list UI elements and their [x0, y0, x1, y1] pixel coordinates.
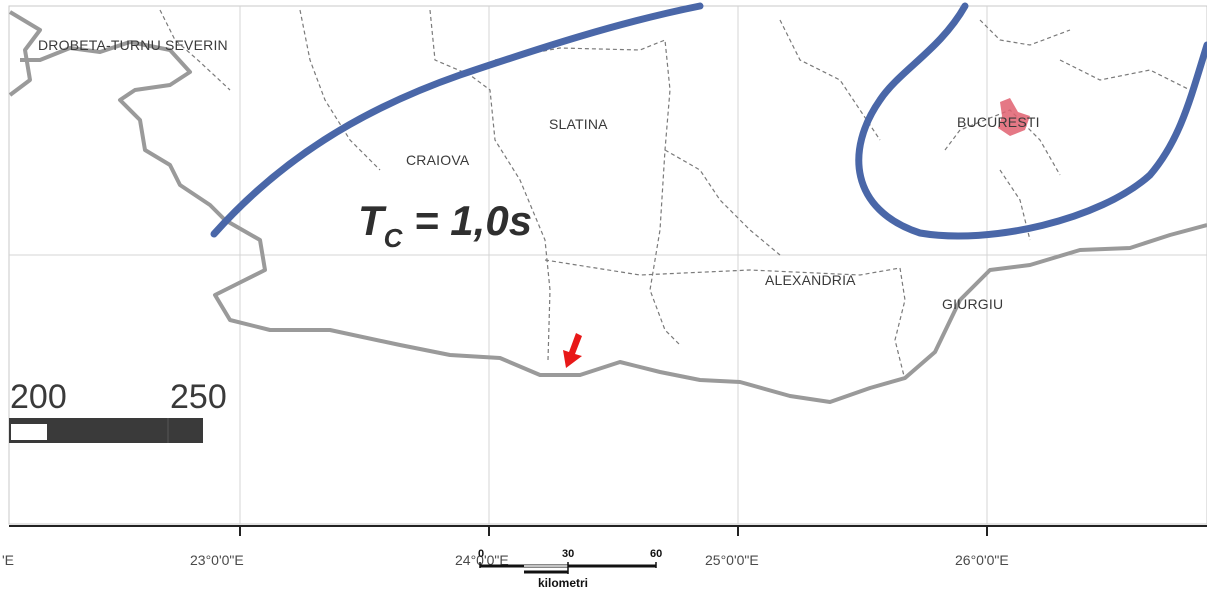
- map-frame: [8, 5, 1207, 525]
- longitude-tick-23: 23°0'0"E: [190, 552, 244, 568]
- isoline-western: [210, 2, 704, 238]
- scale-label-200: 200: [10, 378, 67, 416]
- city-label-slatina: SLATINA: [549, 116, 608, 132]
- longitude-tick-marks: [239, 526, 988, 536]
- scale-label-250: 250: [170, 378, 227, 416]
- city-label-alexandria: ALEXANDRIA: [765, 272, 856, 288]
- longitude-tick-26: 26°0'0"E: [955, 552, 1009, 568]
- longitude-tick-partial: 'E: [2, 552, 14, 568]
- km-scale-label-0: 0: [478, 548, 484, 560]
- km-scale-label-60: 60: [650, 548, 662, 560]
- country-border: [8, 10, 1207, 404]
- zone-isolines: [210, 2, 1207, 240]
- km-scale-unit: kilometri: [538, 576, 588, 590]
- red-arrow-marker-icon: [563, 333, 582, 368]
- graticule: [9, 6, 1207, 524]
- county-borders: [159, 9, 1191, 381]
- zone-label-tc: TC = 1,0s: [358, 197, 532, 253]
- km-scale-bar: [479, 562, 657, 574]
- city-label-bucuresti: BUCURESTI: [957, 114, 1040, 130]
- city-label-giurgiu: GIURGIU: [942, 296, 1003, 312]
- longitude-tick-25: 25°0'0"E: [705, 552, 759, 568]
- city-label-drobeta: DROBETA-TURNU SEVERIN: [38, 37, 228, 53]
- large-scale-bar: [9, 418, 203, 443]
- city-label-craiova: CRAIOVA: [406, 152, 470, 168]
- longitude-tick-24: 24°0'0"E: [455, 552, 509, 568]
- bucuresti-city-area: [998, 98, 1030, 136]
- km-scale-label-30: 30: [562, 548, 574, 560]
- isoline-bucuresti: [855, 2, 1207, 240]
